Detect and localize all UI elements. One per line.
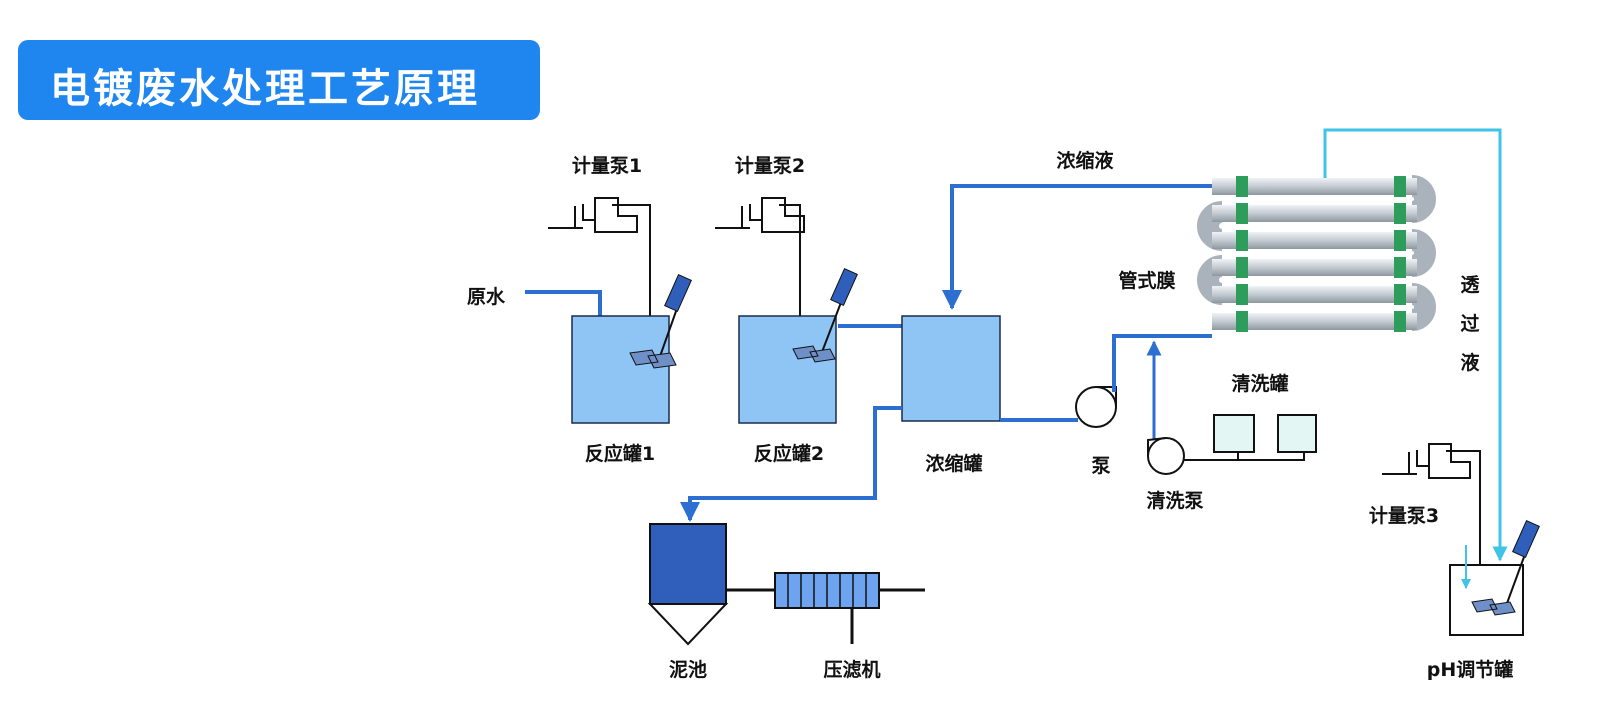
label-raw-water: 原水 [467,286,506,308]
conc-to-sludge-pipe [680,406,902,522]
label-filter-press: 压滤机 [823,659,880,681]
label-tubular-membrane: 管式膜 [1118,269,1175,292]
label-metering-pump-1: 计量泵1 [572,155,642,177]
label-pump: 泵 [1091,455,1110,477]
label-sludge-pit: 泥池 [669,658,707,681]
label-permeate-3: 液 [1460,351,1480,374]
cleaning-tank-2 [1277,414,1317,453]
label-reactor-1: 反应罐1 [585,442,655,465]
label-concentration-tank: 浓缩罐 [925,452,982,475]
pump-to-membrane-pipe [1112,334,1212,392]
title-banner [18,40,540,120]
concentration-tank [901,315,1001,422]
cleaning-manifold [1184,452,1305,461]
reactor-tank-2 [738,267,858,424]
concentrate-return-pipe [942,184,1212,310]
cleaning-pump [1147,437,1185,475]
label-permeate-1: 透 [1460,274,1480,296]
label-concentrate: 浓缩液 [1056,149,1114,172]
permeate-pipe [1323,128,1508,562]
label-cleaning-tank: 清洗罐 [1231,372,1288,395]
metering-pump-1 [548,197,656,345]
metering-pump-3 [1382,443,1486,592]
page-title: 电镀废水处理工艺原理 [50,66,480,112]
label-reactor-2: 反应罐2 [754,442,824,465]
reactor-tank-1 [571,273,692,424]
metering-pump-2 [715,197,806,338]
label-metering-pump-2: 计量泵2 [735,155,805,177]
label-permeate-2: 过 [1460,313,1479,335]
feed-pump [1075,386,1117,428]
filter-press [726,572,925,644]
label-ph-tank: pH调节罐 [1427,658,1514,681]
ph-adjustment-tank [1449,519,1540,636]
tubular-membrane [1197,175,1436,332]
label-cleaning-pump: 清洗泵 [1146,489,1203,512]
sludge-pit [647,523,729,646]
cleaning-tank-1 [1213,414,1255,453]
label-metering-pump-3: 计量泵3 [1369,505,1439,527]
